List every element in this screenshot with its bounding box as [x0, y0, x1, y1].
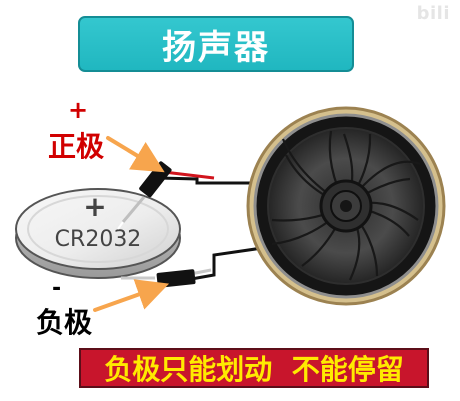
coin-battery-cr2032: + CR2032 — [15, 188, 181, 279]
negative-sign: - — [52, 276, 62, 301]
title-text: 扬声器 — [162, 27, 270, 68]
positive-arrow-line — [106, 136, 165, 173]
negative-wire-black — [179, 244, 277, 283]
arrows — [93, 136, 170, 312]
negative-label: 负极 — [36, 306, 93, 339]
wires — [158, 170, 277, 283]
instruction-banner: 负极只能划动 不能停留 — [79, 348, 429, 388]
positive-sign: + — [68, 96, 89, 124]
instruction-text: 负极只能划动 不能停留 — [104, 353, 404, 386]
title-box: 扬声器 — [78, 16, 354, 72]
positive-wire-red — [163, 170, 215, 180]
watermark-logo: bili — [416, 3, 450, 24]
speaker — [246, 106, 446, 306]
positive-label: 正极 — [48, 130, 105, 163]
positive-wire-black — [158, 176, 277, 185]
battery-plus-sign: + — [83, 190, 106, 223]
negative-arrow-line — [93, 279, 170, 312]
battery-model-label: CR2032 — [55, 227, 142, 252]
